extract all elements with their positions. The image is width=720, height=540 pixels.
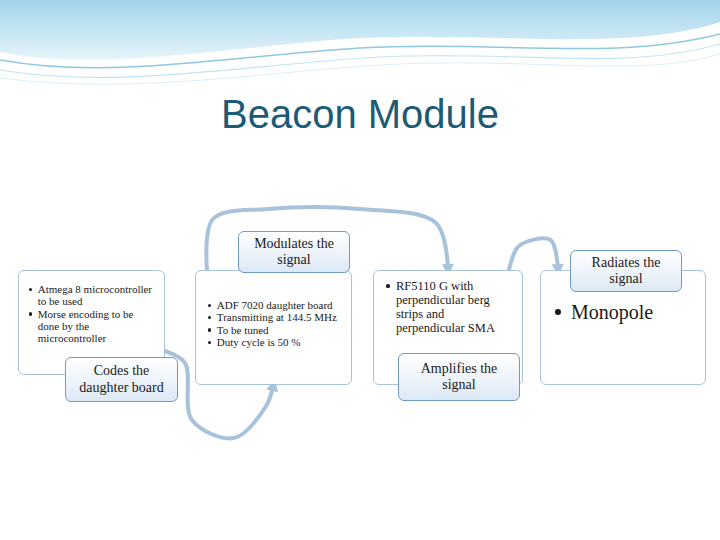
bullet-dot <box>208 328 211 331</box>
bullet-dot <box>208 304 211 307</box>
text-line: ADF 7020 daughter board <box>208 299 341 311</box>
bullet-text: Atmega 8 microcontroller to be used <box>38 283 152 307</box>
text-group: Modulates the signal <box>243 236 345 268</box>
detail-box: ADF 7020 daughter boardTransmitting at 1… <box>195 270 352 385</box>
bullet-dot <box>386 284 390 288</box>
text-group: Radiates the signal <box>575 255 677 287</box>
text-group: Atmega 8 microcontroller to be usedMorse… <box>29 283 156 345</box>
step-label-box: Modulates the signal <box>238 231 350 273</box>
text-group: ADF 7020 daughter boardTransmitting at 1… <box>208 299 341 348</box>
text-line: Atmega 8 microcontroller to be used <box>29 283 156 308</box>
text-line: Morse encoding to be done by the microco… <box>29 308 156 345</box>
text-line: Radiates the signal <box>575 255 677 287</box>
text-group: RF5110 G with perpendicular berg strips … <box>386 279 514 335</box>
text-group: Codes the daughter board <box>70 363 173 395</box>
bullet-text: Transmitting at 144.5 MHz <box>217 311 337 323</box>
text-line: Transmitting at 144.5 MHz <box>208 311 341 323</box>
bullet-dot <box>555 309 561 315</box>
banner-wave <box>0 0 720 60</box>
step-label: Modulates the signal <box>254 236 334 267</box>
bullet-text: ADF 7020 daughter board <box>217 299 333 311</box>
bullet-dot <box>208 341 211 344</box>
text-line: Amplifies the signal <box>403 361 515 393</box>
bullet-text: Monopole <box>571 301 653 323</box>
bullet-text: Duty cycle is 50 % <box>217 336 301 348</box>
text-line: RF5110 G with perpendicular berg strips … <box>386 279 514 335</box>
bullet-text: To be tuned <box>217 324 269 336</box>
step-label: Radiates the signal <box>592 255 661 286</box>
text-group: Amplifies the signal <box>403 361 515 393</box>
step-label-box: Amplifies the signal <box>398 353 520 401</box>
text-line: Modulates the signal <box>243 236 345 268</box>
step-label-box: Radiates the signal <box>570 250 682 292</box>
bullet-text: Morse encoding to be done by the microco… <box>38 308 134 345</box>
banner-line <box>0 54 720 84</box>
text-line: Monopole <box>555 301 697 323</box>
bullet-dot <box>208 316 211 319</box>
step-label-box: Codes the daughter board <box>65 357 178 402</box>
bullet-dot <box>29 288 32 291</box>
text-line: Duty cycle is 50 % <box>208 336 341 348</box>
text-group: Monopole <box>555 301 697 323</box>
flow-arc <box>509 238 558 270</box>
banner-line <box>0 34 720 68</box>
text-line: To be tuned <box>208 324 341 336</box>
slide-title: Beacon Module <box>0 92 720 136</box>
text-line: Codes the daughter board <box>70 363 173 395</box>
bullet-dot <box>29 312 32 315</box>
step-label: Codes the daughter board <box>79 363 163 394</box>
step-label: Amplifies the signal <box>421 361 498 392</box>
bullet-text: RF5110 G with perpendicular berg strips … <box>396 279 495 335</box>
banner-line <box>0 44 720 77</box>
